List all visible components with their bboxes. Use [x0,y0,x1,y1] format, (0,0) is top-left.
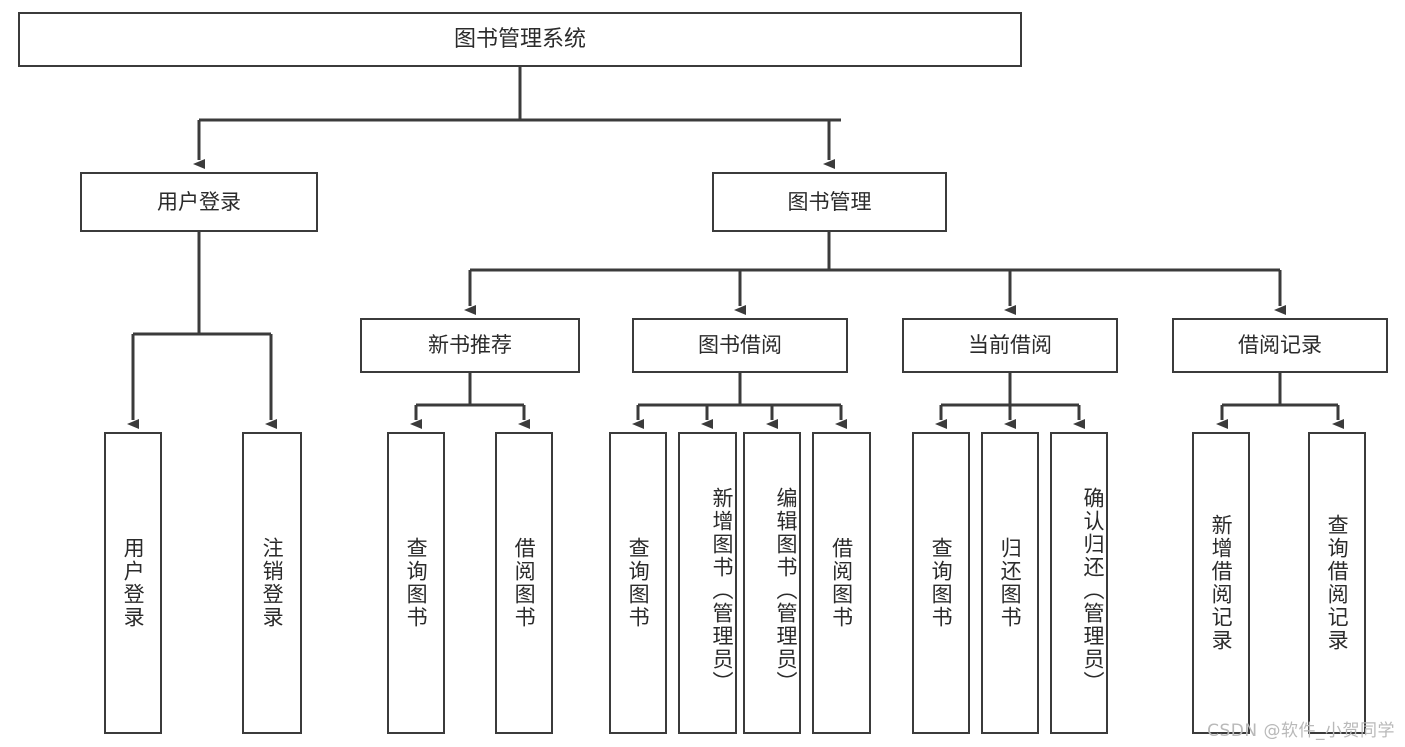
leaf-edit-book-admin[interactable]: 编辑图书（管理员） [743,432,801,734]
leaf-confirm-return-admin[interactable]: 确认归还（管理员） [1050,432,1108,734]
leaf-logout-login[interactable]: 注销登录 [242,432,302,734]
leaf-user-login[interactable]: 用户登录 [104,432,162,734]
node-book-borrow[interactable]: 图书借阅 [632,318,848,373]
node-user-login[interactable]: 用户登录 [80,172,318,232]
node-current-borrow[interactable]: 当前借阅 [902,318,1118,373]
leaf-borrow-book-borrow[interactable]: 借阅图书 [812,432,871,734]
leaf-query-book-borrow[interactable]: 查询图书 [609,432,667,734]
leaf-query-book-recommend[interactable]: 查询图书 [387,432,445,734]
leaf-query-book-current[interactable]: 查询图书 [912,432,970,734]
node-book-manage[interactable]: 图书管理 [712,172,947,232]
node-borrow-record[interactable]: 借阅记录 [1172,318,1388,373]
leaf-return-book[interactable]: 归还图书 [981,432,1039,734]
leaf-add-borrow-record[interactable]: 新增借阅记录 [1192,432,1250,734]
leaf-add-book-admin[interactable]: 新增图书（管理员） [678,432,737,734]
node-root[interactable]: 图书管理系统 [18,12,1022,67]
leaf-borrow-book-recommend[interactable]: 借阅图书 [495,432,553,734]
leaf-query-borrow-record[interactable]: 查询借阅记录 [1308,432,1366,734]
node-new-book-recommend[interactable]: 新书推荐 [360,318,580,373]
